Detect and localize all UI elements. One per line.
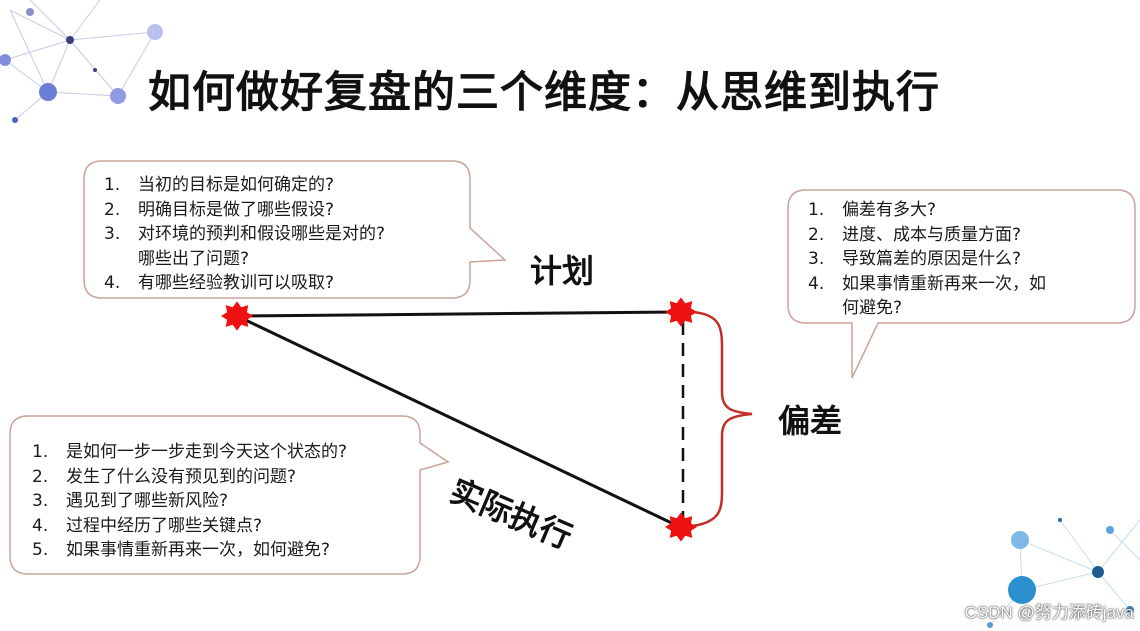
plan-question-list: 1.当初的目标是如何确定的? 2.明确目标是做了哪些假设? 3.对环境的预判和假…: [104, 173, 464, 296]
list-item: 3.遇见到了哪些新风险?: [32, 489, 417, 514]
deviation-question-list: 1.偏差有多大? 2.进度、成本与质量方面? 3.导致篇差的原因是什么? 4.如…: [808, 198, 1128, 321]
execution-end-marker: [665, 512, 697, 541]
list-item: 3.对环境的预判和假设哪些是对的? 哪些出了问题?: [104, 222, 464, 271]
list-item: 1.当初的目标是如何确定的?: [104, 173, 464, 198]
plan-line: [237, 312, 680, 316]
list-item: 1.偏差有多大?: [808, 198, 1128, 223]
list-item: 2.进度、成本与质量方面?: [808, 223, 1128, 248]
list-item: 4.有哪些经验教训可以吸取?: [104, 271, 464, 296]
list-item: 2.发生了什么没有预见到的问题?: [32, 465, 417, 490]
network-decoration-top-left: [5, 0, 155, 120]
page-title: 如何做好复盘的三个维度：从思维到执行: [148, 58, 940, 120]
list-item: 3.导致篇差的原因是什么?: [808, 247, 1128, 272]
plan-start-marker: [221, 301, 253, 330]
list-item: 2.明确目标是做了哪些假设?: [104, 198, 464, 223]
csdn-watermark: CSDN @努力添砖java: [965, 598, 1134, 623]
deviation-brace: [692, 312, 752, 526]
list-item: 4.如果事情重新再来一次，如 何避免?: [808, 272, 1128, 321]
execution-question-list: 1.是如何一步一步走到今天这个状态的? 2.发生了什么没有预见到的问题? 3.遇…: [32, 440, 417, 563]
plan-end-marker: [665, 297, 697, 326]
list-item: 4.过程中经历了哪些关键点?: [32, 514, 417, 539]
list-item: 1.是如何一步一步走到今天这个状态的?: [32, 440, 417, 465]
list-item: 5.如果事情重新再来一次，如何避免?: [32, 538, 417, 563]
plan-label: 计划: [530, 246, 594, 292]
deviation-label: 偏差: [778, 396, 842, 442]
